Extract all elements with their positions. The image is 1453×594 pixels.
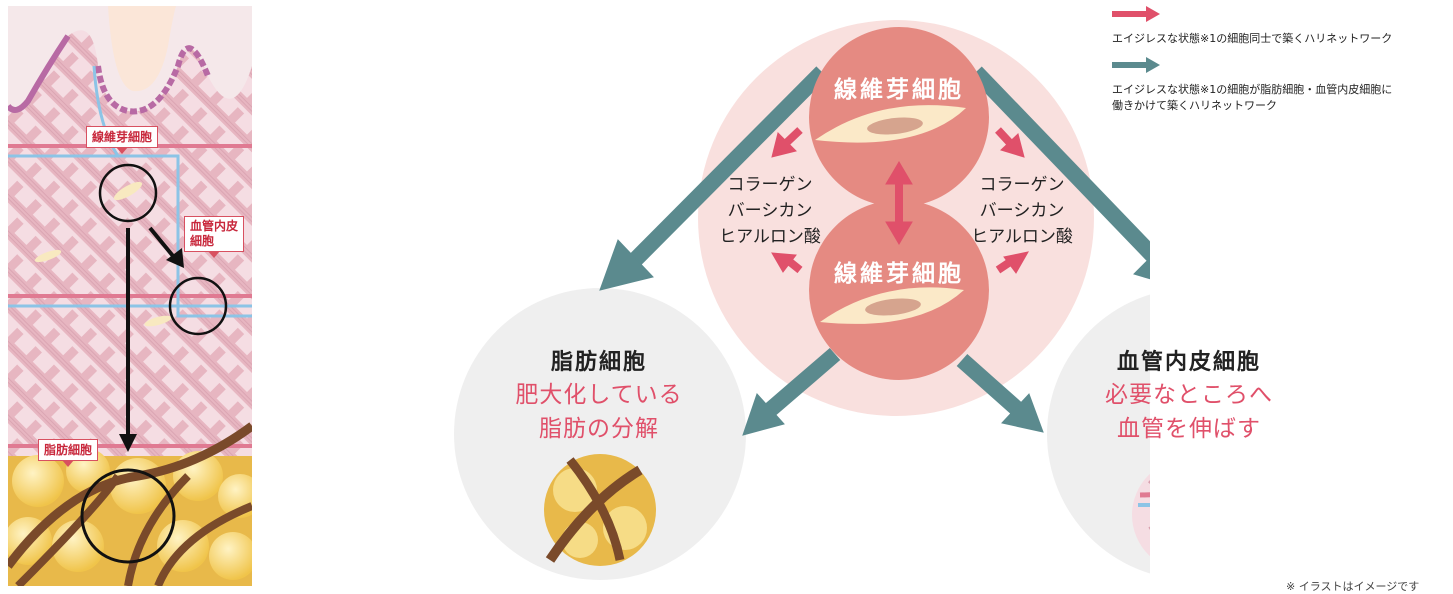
endothelial-tag-line2: 細胞: [190, 234, 215, 248]
pink-arrows: [771, 127, 1029, 274]
endothelial-desc-line1: 必要なところへ: [1105, 382, 1273, 408]
product-hyaluronic-left: ヒアルロン酸: [719, 227, 821, 247]
adipocyte-title: 脂肪細胞: [550, 350, 647, 375]
products-left: コラーゲン バーシカン ヒアルロン酸: [700, 172, 840, 250]
endothelial-description: 必要なところへ 血管を伸ばす: [1044, 378, 1334, 446]
adipocyte-circle: [454, 288, 746, 580]
skin-cross-section-image: [8, 6, 252, 586]
fibroblast-highlight-circle: [98, 163, 158, 223]
endothelial-title: 血管内皮細胞: [1116, 350, 1261, 375]
product-collagen-left: コラーゲン: [727, 175, 813, 195]
teal-arrows: [599, 66, 1150, 436]
legend-teal-text: エイジレスな状態※1の細胞が脂肪細胞・血管内皮細胞に 働きかけて築くハリネットワ…: [1112, 82, 1448, 114]
endothelial-tag-line1: 血管内皮: [190, 219, 239, 233]
endothelial-desc-line2: 血管を伸ばす: [1117, 416, 1261, 442]
fibroblast-tag: 線維芽細胞: [86, 126, 159, 154]
legend: エイジレスな状態※1の細胞同士で築くハリネットワーク エイジレスな状態※1の細胞…: [1112, 6, 1448, 114]
diagram-graphics: [454, 20, 1150, 580]
middle-fibroblast-label: 線維芽細胞: [834, 261, 964, 287]
products-right: コラーゲン バーシカン ヒアルロン酸: [952, 172, 1092, 250]
fibroblast-tag-label: 線維芽細胞: [92, 130, 153, 144]
legend-pink: エイジレスな状態※1の細胞同士で築くハリネットワーク: [1112, 6, 1448, 47]
product-versican-left: バーシカン: [727, 201, 813, 221]
skin-illustration: 線維芽細胞 血管内皮 細胞 脂肪細胞: [8, 6, 252, 586]
endothelial-tag: 血管内皮 細胞: [184, 216, 245, 258]
footnote: ※ イラストはイメージです: [1286, 580, 1420, 593]
diagonal-arrow-icon: [148, 226, 175, 258]
adipocyte-desc-line1: 肥大化している: [515, 382, 683, 408]
adipocyte-description: 肥大化している 脂肪の分解: [454, 378, 744, 446]
pink-arrow-icon: [1112, 6, 1160, 22]
product-collagen-right: コラーゲン: [979, 175, 1065, 195]
endothelial-highlight-circle: [168, 276, 228, 336]
legend-teal-line2: 働きかけて築くハリネットワーク: [1112, 99, 1277, 112]
adipocyte-tag: 脂肪細胞: [38, 439, 99, 467]
teal-arrow-icon: [1112, 57, 1160, 73]
endothelial-circle: [1047, 294, 1150, 574]
network-diagram: 線維芽細胞 線維芽細胞 コラーゲン バーシカン ヒアルロン酸 コラーゲン バーシ…: [450, 0, 1150, 589]
product-hyaluronic-right: ヒアルロン酸: [971, 227, 1073, 247]
legend-teal: エイジレスな状態※1の細胞が脂肪細胞・血管内皮細胞に 働きかけて築くハリネットワ…: [1112, 57, 1448, 114]
top-fibroblast-label: 線維芽細胞: [834, 77, 964, 103]
legend-pink-text: エイジレスな状態※1の細胞同士で築くハリネットワーク: [1112, 32, 1393, 45]
adipocyte-desc-line2: 脂肪の分解: [539, 416, 659, 442]
product-versican-right: バーシカン: [979, 201, 1065, 221]
adipocyte-tag-label: 脂肪細胞: [44, 443, 93, 457]
legend-teal-line1: エイジレスな状態※1の細胞が脂肪細胞・血管内皮細胞に: [1112, 83, 1393, 96]
adipocyte-highlight-circle: [80, 468, 176, 564]
